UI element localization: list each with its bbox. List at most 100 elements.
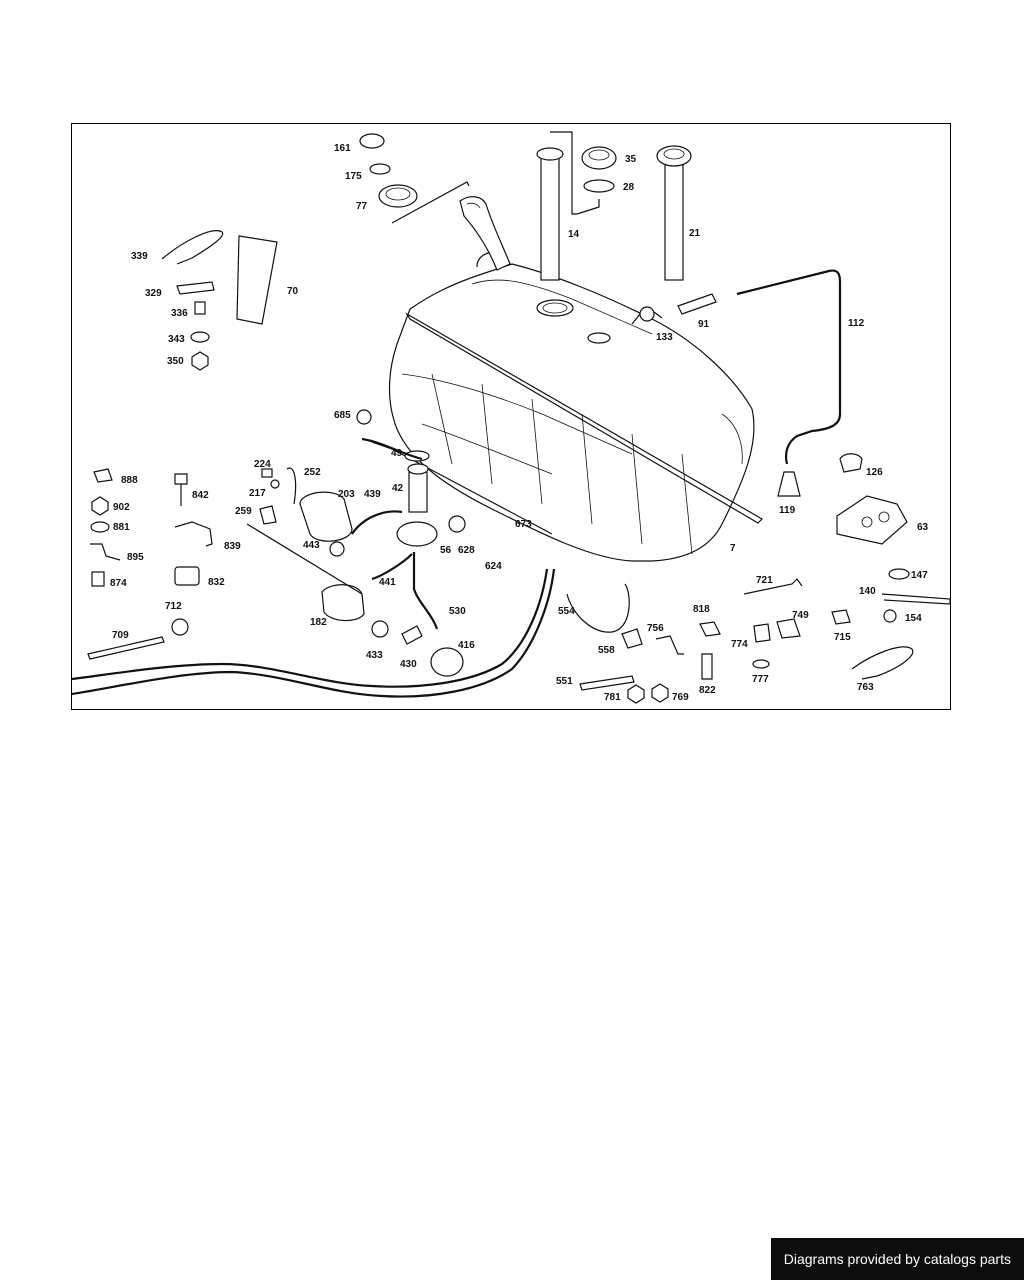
callout-labels: 161 175 77 14 35 28 21 339 329 70 336 34… (110, 143, 929, 703)
label-119: 119 (779, 505, 796, 516)
label-685: 685 (334, 410, 351, 421)
clamp-685 (356, 409, 372, 425)
label-441: 441 (379, 577, 396, 588)
bolt-842 (174, 473, 188, 506)
label-558: 558 (598, 645, 615, 656)
label-339: 339 (131, 251, 148, 262)
pump-42 (407, 463, 429, 513)
label-154: 154 (905, 613, 922, 624)
clip-259 (259, 505, 277, 525)
mount-63 (836, 495, 908, 545)
label-439: 439 (364, 489, 381, 500)
label-329: 329 (145, 288, 162, 299)
label-881: 881 (113, 522, 130, 533)
filler-neck (391, 181, 511, 271)
label-203: 203 (338, 489, 355, 500)
bolt-224 (261, 468, 273, 478)
damper-56 (396, 521, 438, 547)
gasket-28 (583, 179, 615, 193)
strap-339 (161, 230, 224, 265)
label-161: 161 (334, 143, 351, 154)
bolt-336 (194, 301, 206, 315)
label-28: 28 (623, 182, 635, 193)
nut-902 (91, 496, 109, 516)
label-175: 175 (345, 171, 362, 182)
line-49 (361, 437, 423, 461)
mount-832 (174, 566, 200, 586)
label-336: 336 (171, 308, 188, 319)
label-832: 832 (208, 577, 225, 588)
label-839: 839 (224, 541, 241, 552)
sender-tube-14 (536, 131, 577, 281)
bolt-774 (753, 623, 771, 643)
label-182: 182 (310, 617, 327, 628)
label-147: 147 (911, 570, 928, 581)
washer-881 (90, 521, 110, 533)
label-416: 416 (458, 640, 475, 651)
label-126: 126 (866, 467, 883, 478)
ring-175 (369, 163, 391, 175)
mount-749 (776, 618, 801, 639)
screw-769 (651, 683, 669, 703)
label-749: 749 (792, 610, 809, 621)
bracket-839 (174, 521, 213, 547)
label-769: 769 (672, 692, 689, 703)
clip-715 (831, 609, 851, 625)
clip-888 (93, 468, 113, 483)
nut-781 (627, 684, 645, 704)
cover-70 (236, 235, 278, 325)
grommet-77 (378, 184, 418, 208)
label-818: 818 (693, 604, 710, 615)
label-224: 224 (254, 459, 271, 470)
label-715: 715 (834, 632, 851, 643)
label-35: 35 (625, 154, 637, 165)
clamp-133 (631, 306, 663, 325)
label-140: 140 (859, 586, 876, 597)
label-133: 133 (656, 332, 673, 343)
label-91: 91 (698, 319, 710, 330)
label-530: 530 (449, 606, 466, 617)
bracket-329 (176, 281, 215, 295)
bracket-126 (839, 453, 863, 473)
label-554: 554 (558, 606, 575, 617)
screw-874 (91, 571, 105, 587)
credit-banner: Diagrams provided by catalogs parts (770, 1238, 1024, 1280)
cap-35 (581, 146, 617, 170)
hose-439 (351, 510, 403, 535)
hose-441 (371, 553, 413, 581)
bracket-721 (743, 578, 803, 595)
label-624: 624 (485, 561, 502, 572)
label-895: 895 (127, 552, 144, 563)
gasket-49 (404, 450, 430, 462)
rod-709 (87, 636, 165, 660)
pump-182 (321, 584, 365, 622)
cap-161 (359, 133, 385, 149)
label-709: 709 (112, 630, 129, 641)
filter-203 (299, 491, 353, 542)
fuel-system-exploded-view: 161 175 77 14 35 28 21 339 329 70 336 34… (72, 131, 951, 704)
label-433: 433 (366, 650, 383, 661)
strap-763 (851, 646, 914, 680)
label-781: 781 (604, 692, 621, 703)
bolt-558 (621, 628, 643, 649)
label-874: 874 (110, 578, 127, 589)
label-217: 217 (249, 488, 266, 499)
label-430: 430 (400, 659, 417, 670)
label-21: 21 (689, 228, 701, 239)
clamp-433 (371, 620, 389, 638)
fuel-line-673 (72, 568, 549, 688)
hose-91 (677, 293, 717, 315)
label-902: 902 (113, 502, 130, 513)
washer-777 (752, 659, 770, 669)
label-252: 252 (304, 467, 321, 478)
label-350: 350 (167, 356, 184, 367)
label-628: 628 (458, 545, 475, 556)
washer-147 (888, 568, 910, 580)
nut-350 (191, 351, 209, 371)
label-63: 63 (917, 522, 929, 533)
label-822: 822 (699, 685, 716, 696)
label-259: 259 (235, 506, 252, 517)
strip-140 (881, 593, 951, 605)
label-721: 721 (756, 575, 773, 586)
washer-343 (190, 331, 210, 343)
